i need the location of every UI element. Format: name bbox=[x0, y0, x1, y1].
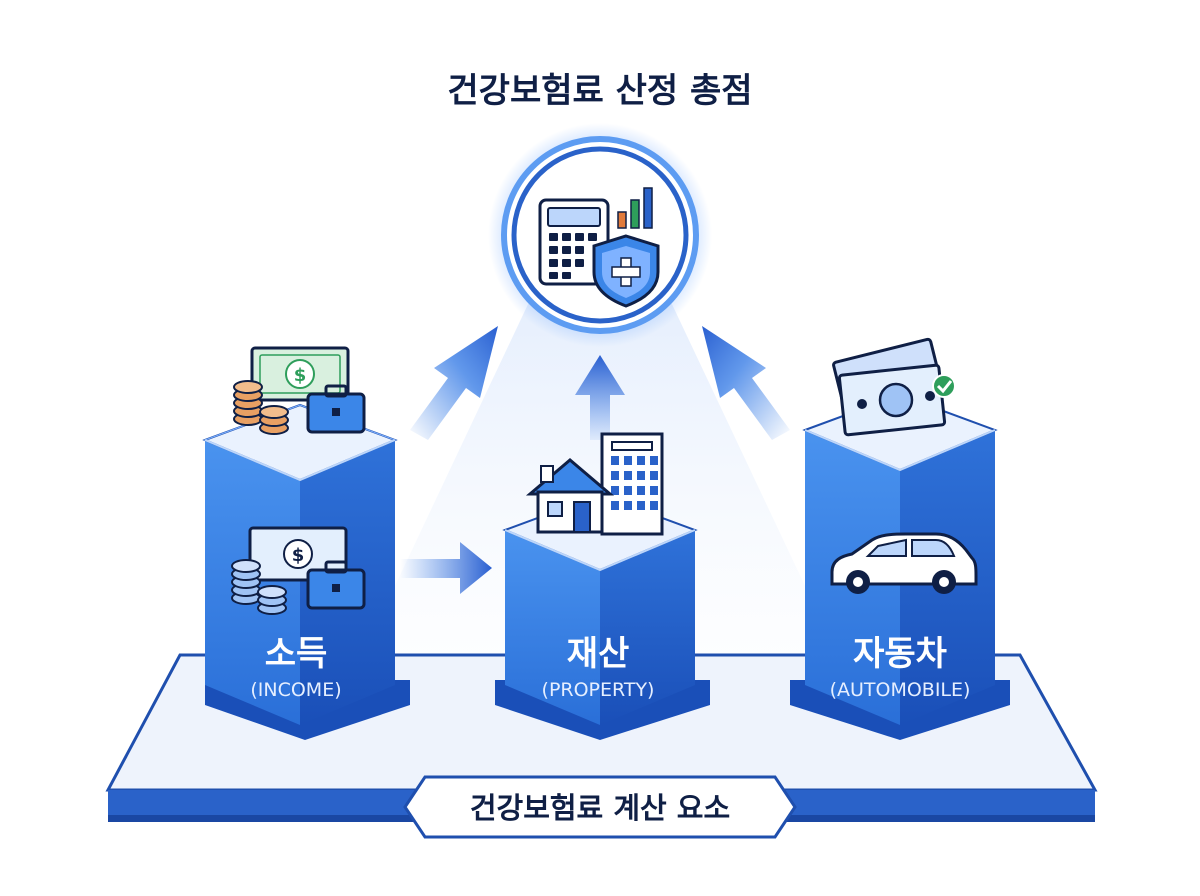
pillar-income-sub: (INCOME) bbox=[250, 679, 341, 701]
pillar-property: 재산 (PROPERTY) bbox=[495, 432, 710, 740]
svg-text:$: $ bbox=[294, 365, 307, 386]
arrow-property-to-total bbox=[575, 355, 625, 440]
briefcase-icon bbox=[306, 384, 366, 434]
arrow-automobile-to-total bbox=[702, 326, 790, 440]
cash-icon: $ bbox=[250, 346, 350, 402]
pillar-property-name: 재산 bbox=[567, 634, 630, 674]
svg-text:$: $ bbox=[292, 545, 305, 566]
total-calculation-circle bbox=[488, 123, 712, 347]
base-label: 건강보험료 계산 요소 bbox=[470, 791, 730, 825]
pillar-income-name: 소득 bbox=[265, 634, 328, 674]
base-label-plaque: 건강보험료 계산 요소 bbox=[403, 775, 797, 839]
shield-plus-icon bbox=[592, 234, 660, 308]
property-icon bbox=[525, 432, 664, 536]
banknote-icon bbox=[832, 337, 947, 437]
pillar-property-sub: (PROPERTY) bbox=[542, 679, 655, 701]
pillar-automobile: 자동차 (AUTOMOBILE) bbox=[790, 337, 1010, 740]
income-icon: $ bbox=[231, 526, 366, 615]
bar-chart-icon bbox=[617, 187, 653, 229]
diagram-title: 건강보험료 산정 총점 bbox=[447, 71, 752, 111]
arrow-income-to-property bbox=[400, 542, 492, 594]
coins-icon bbox=[233, 380, 289, 435]
pillar-automobile-sub: (AUTOMOBILE) bbox=[830, 679, 971, 701]
calculator-icon bbox=[538, 198, 610, 286]
car-icon bbox=[830, 532, 978, 594]
check-badge-icon bbox=[932, 374, 956, 398]
arrow-income-to-total bbox=[410, 326, 498, 440]
pillar-income: $ $ bbox=[202, 346, 410, 740]
pillar-automobile-name: 자동차 bbox=[853, 634, 947, 674]
